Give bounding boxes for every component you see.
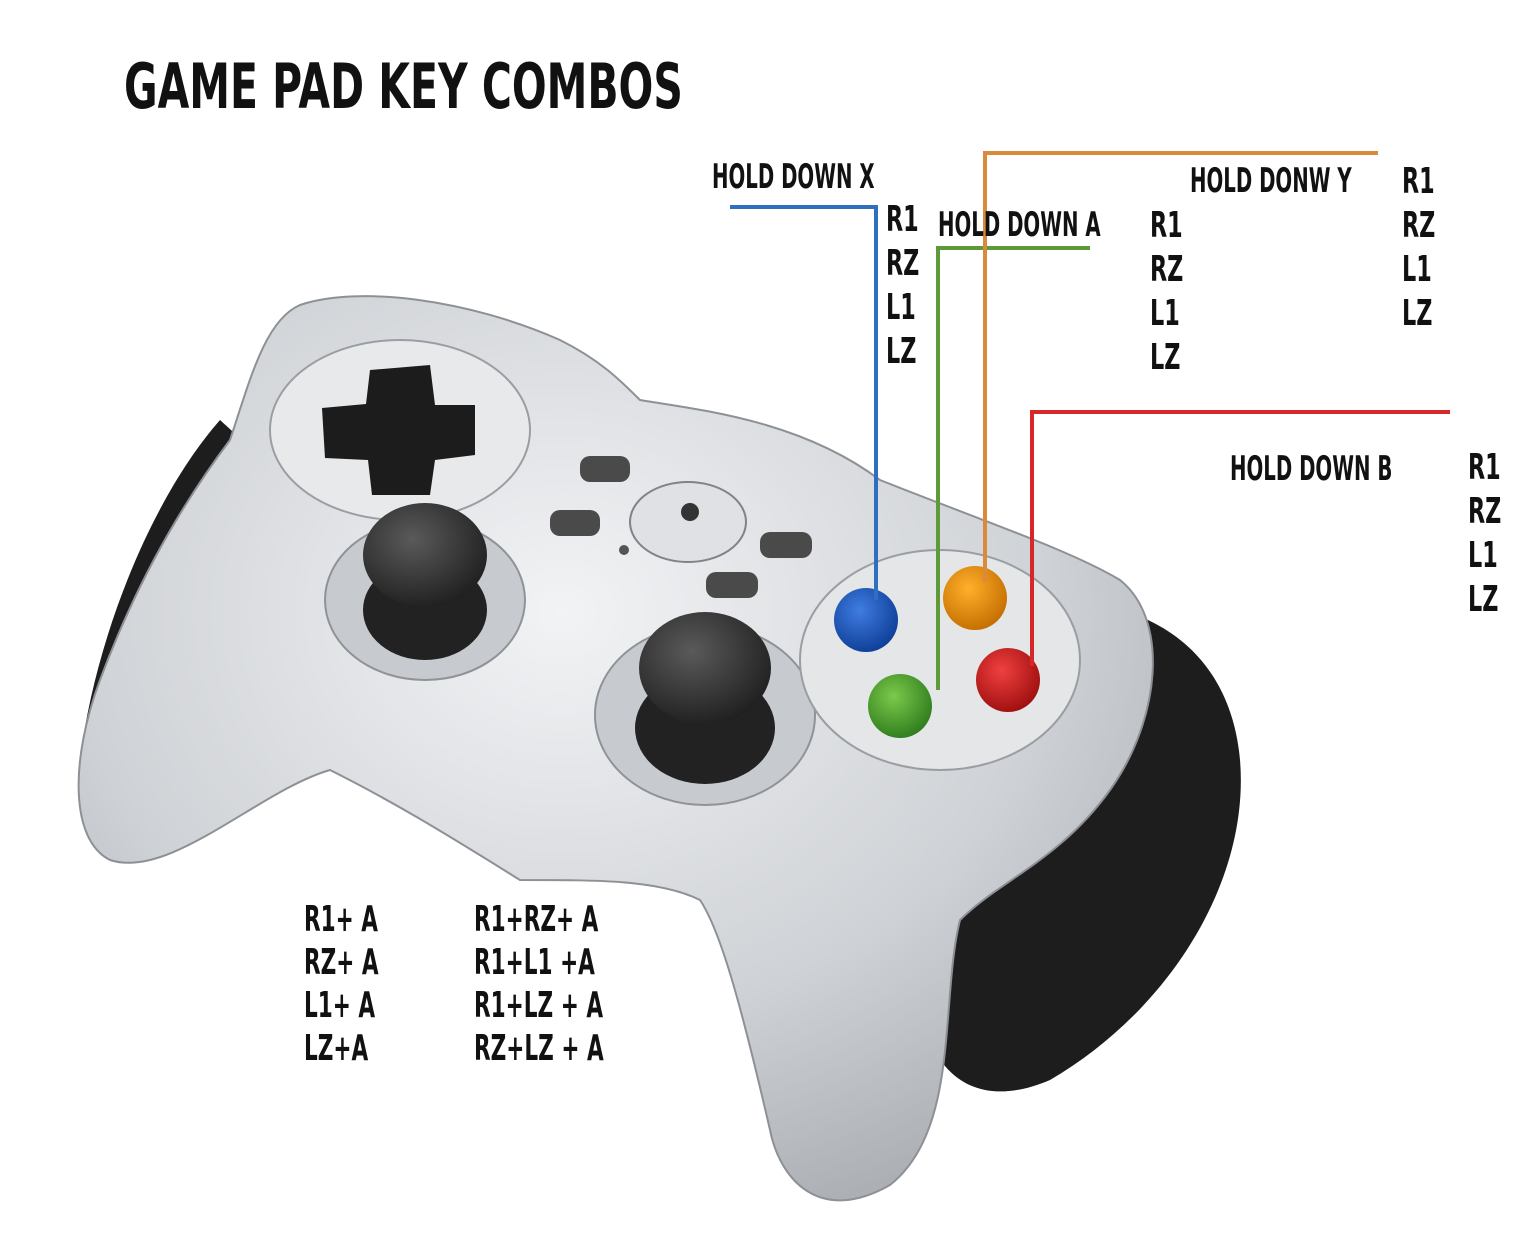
b-button-icon: [976, 648, 1040, 712]
x-callout-label: HOLD DOWN X: [712, 157, 875, 197]
x-callout-keys: R1 RZ L1 LZ: [886, 198, 919, 374]
dpad-icon: [322, 365, 475, 495]
key-item: LZ: [1402, 293, 1433, 334]
a-button-icon: [868, 674, 932, 738]
start-button: [550, 510, 600, 536]
logo-mark-icon: [681, 503, 699, 521]
a-callout-line: [936, 246, 1090, 690]
logitech-logo-icon: [629, 481, 747, 563]
vibration-button: [706, 572, 758, 598]
combo-item: R1+ A: [304, 899, 378, 940]
key-item: LZ: [1468, 579, 1499, 620]
x-button-icon: [834, 588, 898, 652]
combo-item: RZ+LZ + A: [474, 1028, 604, 1069]
single-combo-list: R1+ A RZ+ A L1+ A LZ+A: [304, 898, 379, 1070]
x-callout-line: [730, 205, 878, 600]
key-item: LZ: [1150, 337, 1181, 378]
double-combo-list: R1+RZ+ A R1+L1 +A R1+LZ + A RZ+LZ + A: [474, 898, 604, 1070]
key-item: L1: [1402, 249, 1432, 290]
right-thumbstick: [639, 612, 771, 724]
combo-item: R1+LZ + A: [474, 985, 604, 1026]
y-callout-keys: R1 RZ L1 LZ: [1402, 160, 1435, 336]
combo-item: R1+L1 +A: [474, 942, 595, 983]
key-item: L1: [1468, 535, 1498, 576]
key-item: R1: [1150, 205, 1183, 246]
key-item: R1: [886, 199, 919, 240]
page-title: GAME PAD KEY COMBOS: [124, 50, 683, 123]
mode-led: [619, 545, 629, 555]
combo-item: LZ+A: [304, 1028, 369, 1069]
a-callout-label: HOLD DOWN A: [938, 205, 1101, 245]
y-callout-label: HOLD DONW Y: [1190, 161, 1352, 201]
mode-button: [760, 532, 812, 558]
left-thumbstick: [363, 503, 487, 607]
b-callout-keys: R1 RZ L1 LZ: [1468, 446, 1501, 622]
key-item: R1: [1468, 447, 1501, 488]
key-item: RZ: [886, 243, 920, 284]
combo-item: R1+RZ+ A: [474, 899, 599, 940]
b-callout-label: HOLD DOWN B: [1230, 449, 1393, 489]
key-item: RZ: [1150, 249, 1184, 290]
key-item: R1: [1402, 161, 1435, 202]
combo-item: L1+ A: [304, 985, 376, 1026]
a-callout-keys: R1 RZ L1 LZ: [1150, 204, 1183, 380]
key-item: L1: [1150, 293, 1180, 334]
y-callout-line: [983, 151, 1378, 582]
b-callout-line: [1030, 410, 1450, 666]
key-item: LZ: [886, 331, 917, 372]
key-item: RZ: [1402, 205, 1436, 246]
y-button-icon: [943, 566, 1007, 630]
combo-item: RZ+ A: [304, 942, 379, 983]
back-button: [580, 456, 630, 482]
key-item: RZ: [1468, 491, 1502, 532]
key-item: L1: [886, 287, 916, 328]
